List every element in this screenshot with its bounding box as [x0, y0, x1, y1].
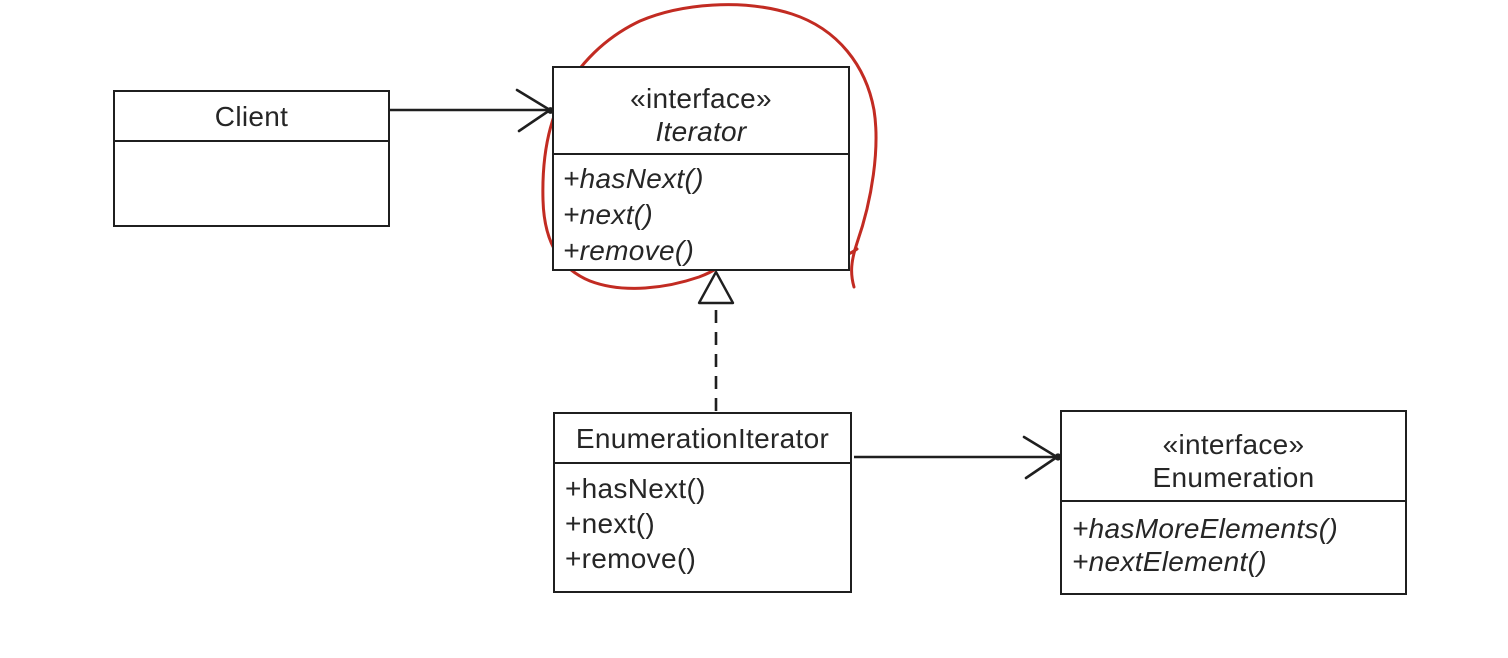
association-enumerationiterator-to-enumeration	[854, 435, 1062, 480]
method-label: +remove()	[563, 235, 695, 266]
method-label: +hasMoreElements()	[1072, 513, 1339, 544]
method-label: +hasNext()	[563, 163, 704, 194]
class-box-client: Client	[113, 90, 390, 227]
method-label: +hasNext()	[565, 473, 706, 504]
class-title: Enumeration	[1152, 462, 1315, 493]
method-label: +next()	[563, 199, 654, 230]
iterator-methods-compartment: +hasNext() +next() +remove()	[554, 155, 848, 269]
hollow-triangle-arrowhead-icon	[697, 270, 735, 305]
stereotype-label: «interface»	[1162, 429, 1305, 460]
enumeration-title-compartment: «interface» Enumeration	[1062, 412, 1405, 502]
enumerationiterator-title-compartment: EnumerationIterator	[555, 414, 850, 464]
class-box-enumeration: «interface» Enumeration +hasMoreElements…	[1060, 410, 1407, 595]
class-title: Client	[214, 100, 289, 132]
client-title-compartment: Client	[115, 92, 388, 142]
method-label: +next()	[565, 508, 656, 539]
enumerationiterator-methods-compartment: +hasNext() +next() +remove()	[555, 464, 850, 576]
class-box-iterator: «interface» Iterator +hasNext() +next() …	[552, 66, 850, 271]
realization-enumerationiterator-to-iterator	[697, 270, 735, 411]
class-title: EnumerationIterator	[575, 422, 830, 454]
enumeration-methods-compartment: +hasMoreElements() +nextElement()	[1062, 502, 1405, 578]
open-arrowhead-icon	[1022, 435, 1060, 480]
open-arrowhead-icon	[515, 88, 553, 133]
stereotype-label: «interface»	[630, 83, 772, 114]
method-label: +remove()	[565, 543, 697, 574]
association-client-to-iterator	[390, 88, 554, 133]
class-box-enumerationiterator: EnumerationIterator +hasNext() +next() +…	[553, 412, 852, 593]
class-title: Iterator	[655, 116, 747, 147]
method-label: +nextElement()	[1072, 546, 1267, 577]
iterator-title-compartment: «interface» Iterator	[554, 68, 848, 155]
